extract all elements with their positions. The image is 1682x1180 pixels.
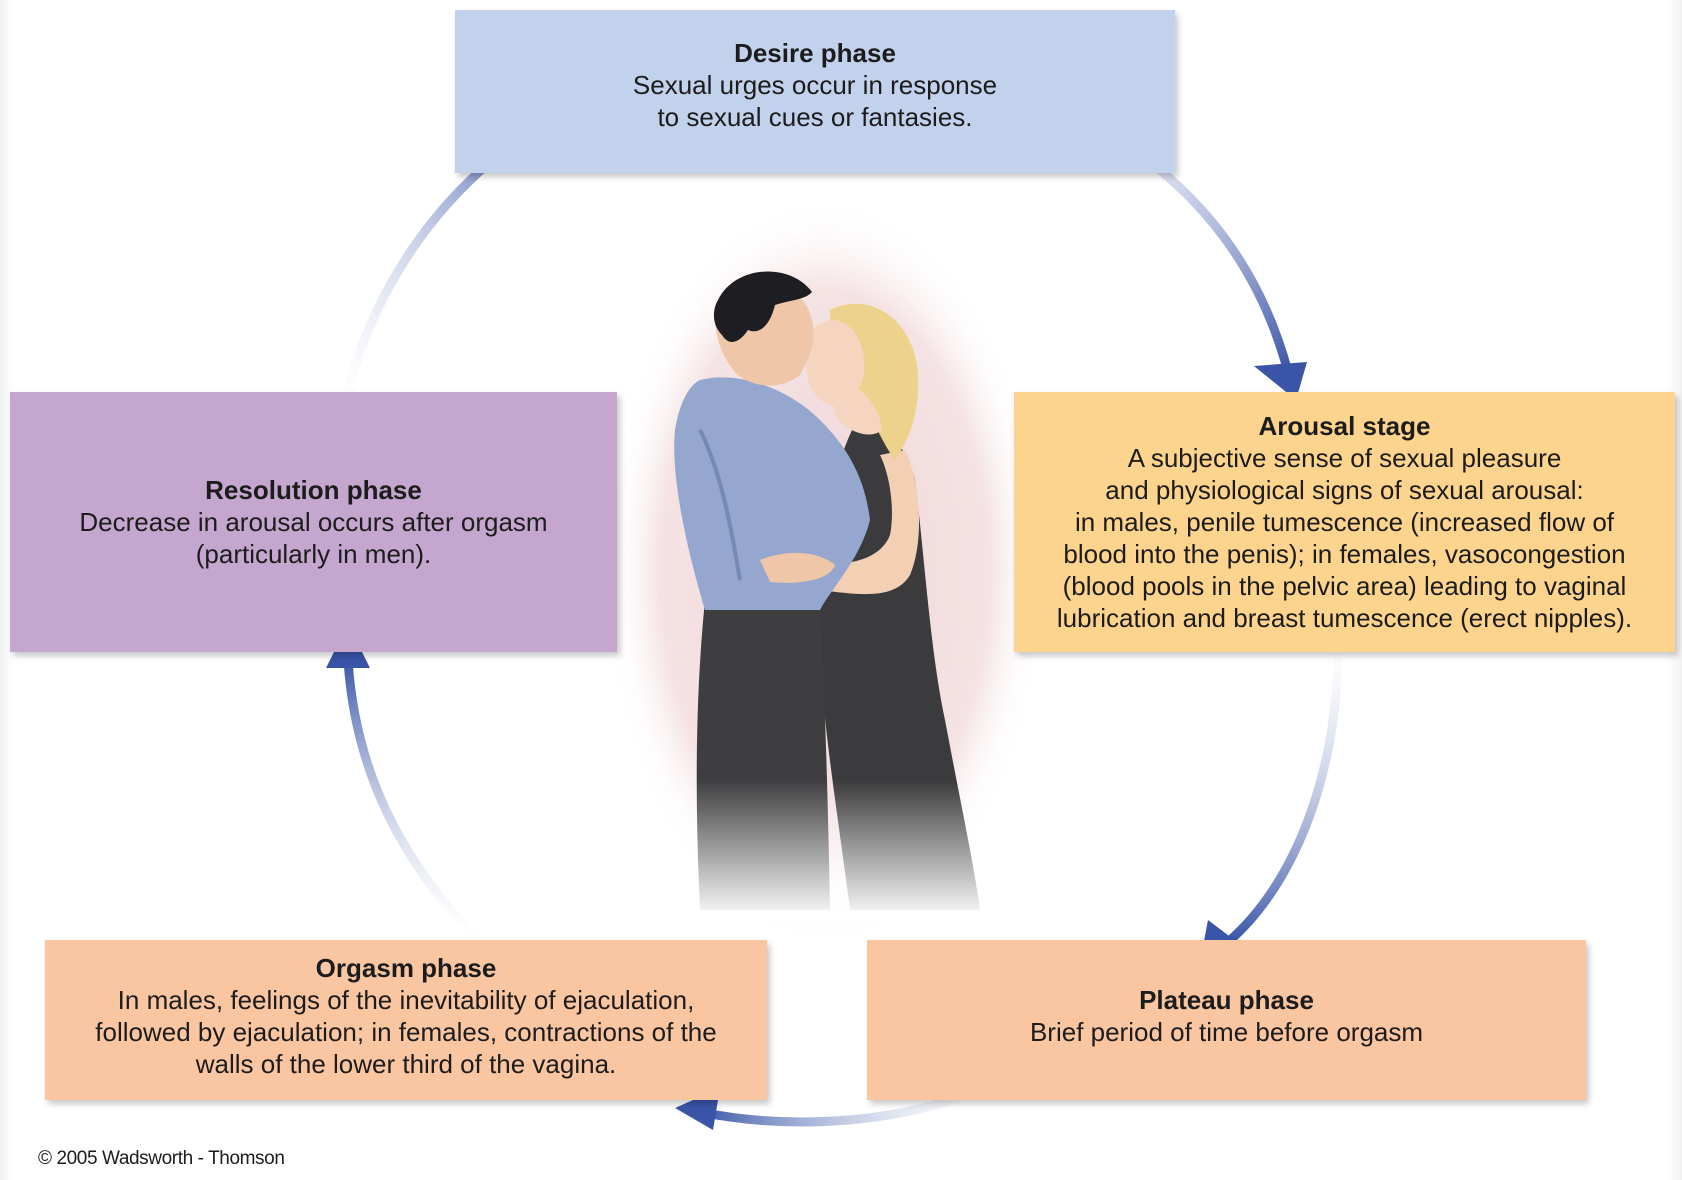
desire-phase-title: Desire phase: [734, 37, 896, 68]
resolution-phase-box: Resolution phase Decrease in arousal occ…: [10, 392, 617, 652]
plateau-phase-box: Plateau phase Brief period of time befor…: [867, 940, 1586, 1100]
desire-phase-box: Desire phase Sexual urges occur in respo…: [455, 10, 1175, 173]
bottom-fade: [620, 780, 1030, 920]
resolution-phase-title: Resolution phase: [205, 475, 422, 505]
plateau-phase-title: Plateau phase: [1139, 985, 1314, 1015]
man-hair: [713, 271, 812, 342]
man-shirt: [674, 377, 870, 610]
copyright-notice: © 2005 Wadsworth - Thomson: [38, 1148, 285, 1169]
arousal-stage-box: Arousal stage A subjective sense of sexu…: [1014, 392, 1675, 652]
arrowhead-arousal: [1254, 362, 1307, 400]
arousal-stage-description: A subjective sense of sexual pleasure an…: [1056, 443, 1633, 633]
plateau-phase-description: Brief period of time before orgasm: [1029, 1017, 1424, 1047]
resolution-phase-description: Decrease in arousal occurs after orgasm …: [79, 507, 548, 569]
woman-arm: [815, 450, 920, 595]
desire-phase-description: Sexual urges occur in response to sexual…: [632, 69, 998, 132]
orgasm-phase-description: In males, feelings of the inevitability …: [95, 985, 717, 1079]
arrow-orgasm-to-resolution: [343, 655, 483, 945]
man-shirt-shading: [698, 429, 742, 581]
arrow-arousal-to-plateau: [1223, 635, 1343, 947]
man-hand: [760, 552, 835, 583]
orgasm-phase-box: Orgasm phase In males, feelings of the i…: [45, 940, 767, 1100]
arousal-stage-title: Arousal stage: [1258, 411, 1431, 441]
woman-hand: [832, 380, 882, 435]
orgasm-phase-title: Orgasm phase: [315, 953, 497, 983]
